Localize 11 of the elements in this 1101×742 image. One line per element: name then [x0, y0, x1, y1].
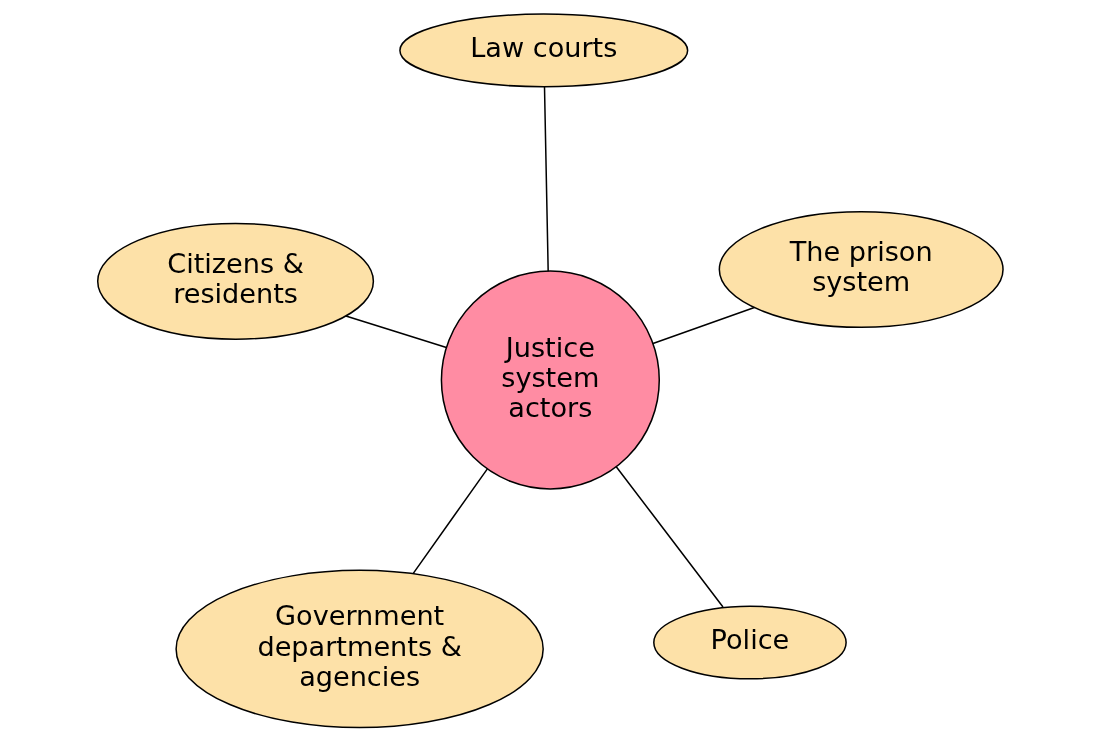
connector: [412, 468, 489, 575]
node-circle: Justice system actors: [440, 270, 661, 490]
node-ellipse: Police: [653, 605, 847, 680]
connector: [615, 465, 724, 608]
node-ellipse: Citizens & residents: [96, 222, 375, 340]
connector: [345, 315, 448, 349]
connector: [652, 306, 756, 345]
connector: [543, 86, 549, 272]
node-ellipse: Law courts: [399, 13, 689, 88]
node-ellipse: Government departments & agencies: [175, 569, 544, 729]
node-ellipse: The prison system: [718, 210, 1004, 329]
